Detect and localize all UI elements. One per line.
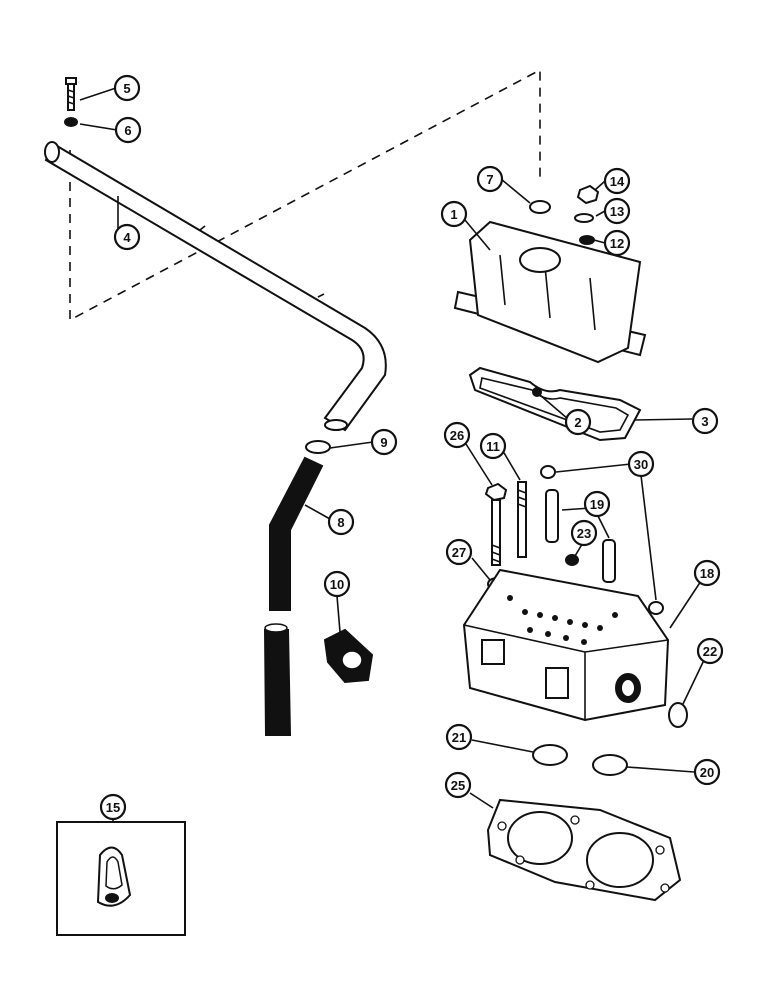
cylinder-head-part xyxy=(462,568,670,722)
svg-text:19: 19 xyxy=(590,497,604,512)
callout-6: 6 xyxy=(114,116,142,144)
head-gasket-part xyxy=(486,798,682,902)
svg-text:15: 15 xyxy=(106,800,120,815)
callout-25: 25 xyxy=(444,771,472,799)
valve-guide-part xyxy=(545,489,616,583)
callout-18: 18 xyxy=(693,559,721,587)
callout-5: 5 xyxy=(113,74,141,102)
cover-gasket-part xyxy=(468,366,642,442)
callout-12: 12 xyxy=(603,229,631,257)
callout-21: 21 xyxy=(445,723,473,751)
callout-8: 8 xyxy=(327,508,355,536)
callout-14: 14 xyxy=(603,167,631,195)
svg-text:6: 6 xyxy=(124,123,131,138)
grommet-part xyxy=(529,200,551,214)
svg-text:22: 22 xyxy=(703,644,717,659)
svg-text:2: 2 xyxy=(574,415,581,430)
washer-part xyxy=(574,213,594,223)
svg-text:10: 10 xyxy=(330,577,344,592)
seal-ring-part xyxy=(592,754,628,776)
svg-text:1: 1 xyxy=(450,207,457,222)
breather-tube-part xyxy=(44,141,387,432)
svg-text:18: 18 xyxy=(700,566,714,581)
svg-text:13: 13 xyxy=(610,204,624,219)
svg-text:27: 27 xyxy=(452,545,466,560)
small-seal-part xyxy=(565,554,579,566)
valve-seal-part xyxy=(540,465,556,479)
callout-4: 4 xyxy=(113,223,141,251)
hose-clip-part xyxy=(323,628,374,684)
svg-text:5: 5 xyxy=(123,81,130,96)
callout-23: 23 xyxy=(570,519,598,547)
svg-text:20: 20 xyxy=(700,765,714,780)
svg-text:4: 4 xyxy=(123,230,131,245)
seal-ring-part xyxy=(532,744,568,766)
callout-9: 9 xyxy=(370,428,398,456)
svg-text:9: 9 xyxy=(380,435,387,450)
callout-3: 3 xyxy=(691,407,719,435)
valve-seal-part xyxy=(648,601,664,615)
callout-30: 30 xyxy=(627,450,655,478)
washer-part xyxy=(64,117,78,127)
callout-19: 19 xyxy=(583,490,611,518)
callout-27: 27 xyxy=(445,538,473,566)
head-bolt-part xyxy=(484,482,508,566)
stud-part xyxy=(517,481,527,558)
alignment-dashed-line xyxy=(69,68,541,322)
callout-26: 26 xyxy=(443,421,471,449)
callout-20: 20 xyxy=(693,758,721,786)
svg-text:30: 30 xyxy=(634,457,648,472)
svg-text:12: 12 xyxy=(610,236,624,251)
callout-10: 10 xyxy=(323,570,351,598)
hose-clamp-part xyxy=(305,440,331,454)
svg-text:8: 8 xyxy=(337,515,344,530)
svg-text:14: 14 xyxy=(610,174,625,189)
lifting-eye-part xyxy=(96,846,132,907)
callout-7: 7 xyxy=(476,165,504,193)
svg-text:21: 21 xyxy=(452,730,466,745)
o-ring-part xyxy=(668,702,688,728)
bolt-part xyxy=(65,77,77,111)
svg-text:7: 7 xyxy=(486,172,493,187)
svg-text:23: 23 xyxy=(577,526,591,541)
callout-11: 11 xyxy=(479,432,507,460)
svg-text:26: 26 xyxy=(450,428,464,443)
callout-15: 15 xyxy=(99,793,127,821)
callout-2: 2 xyxy=(564,408,592,436)
seal-washer-part xyxy=(579,235,595,245)
nut-part xyxy=(576,184,600,205)
callout-1: 1 xyxy=(440,200,468,228)
callout-22: 22 xyxy=(696,637,724,665)
valve-cover-part xyxy=(453,220,647,364)
plug-part xyxy=(532,387,542,397)
svg-text:3: 3 xyxy=(701,414,708,429)
svg-text:25: 25 xyxy=(451,778,465,793)
callout-13: 13 xyxy=(603,197,631,225)
svg-text:11: 11 xyxy=(486,439,500,454)
hose-part xyxy=(263,456,324,736)
